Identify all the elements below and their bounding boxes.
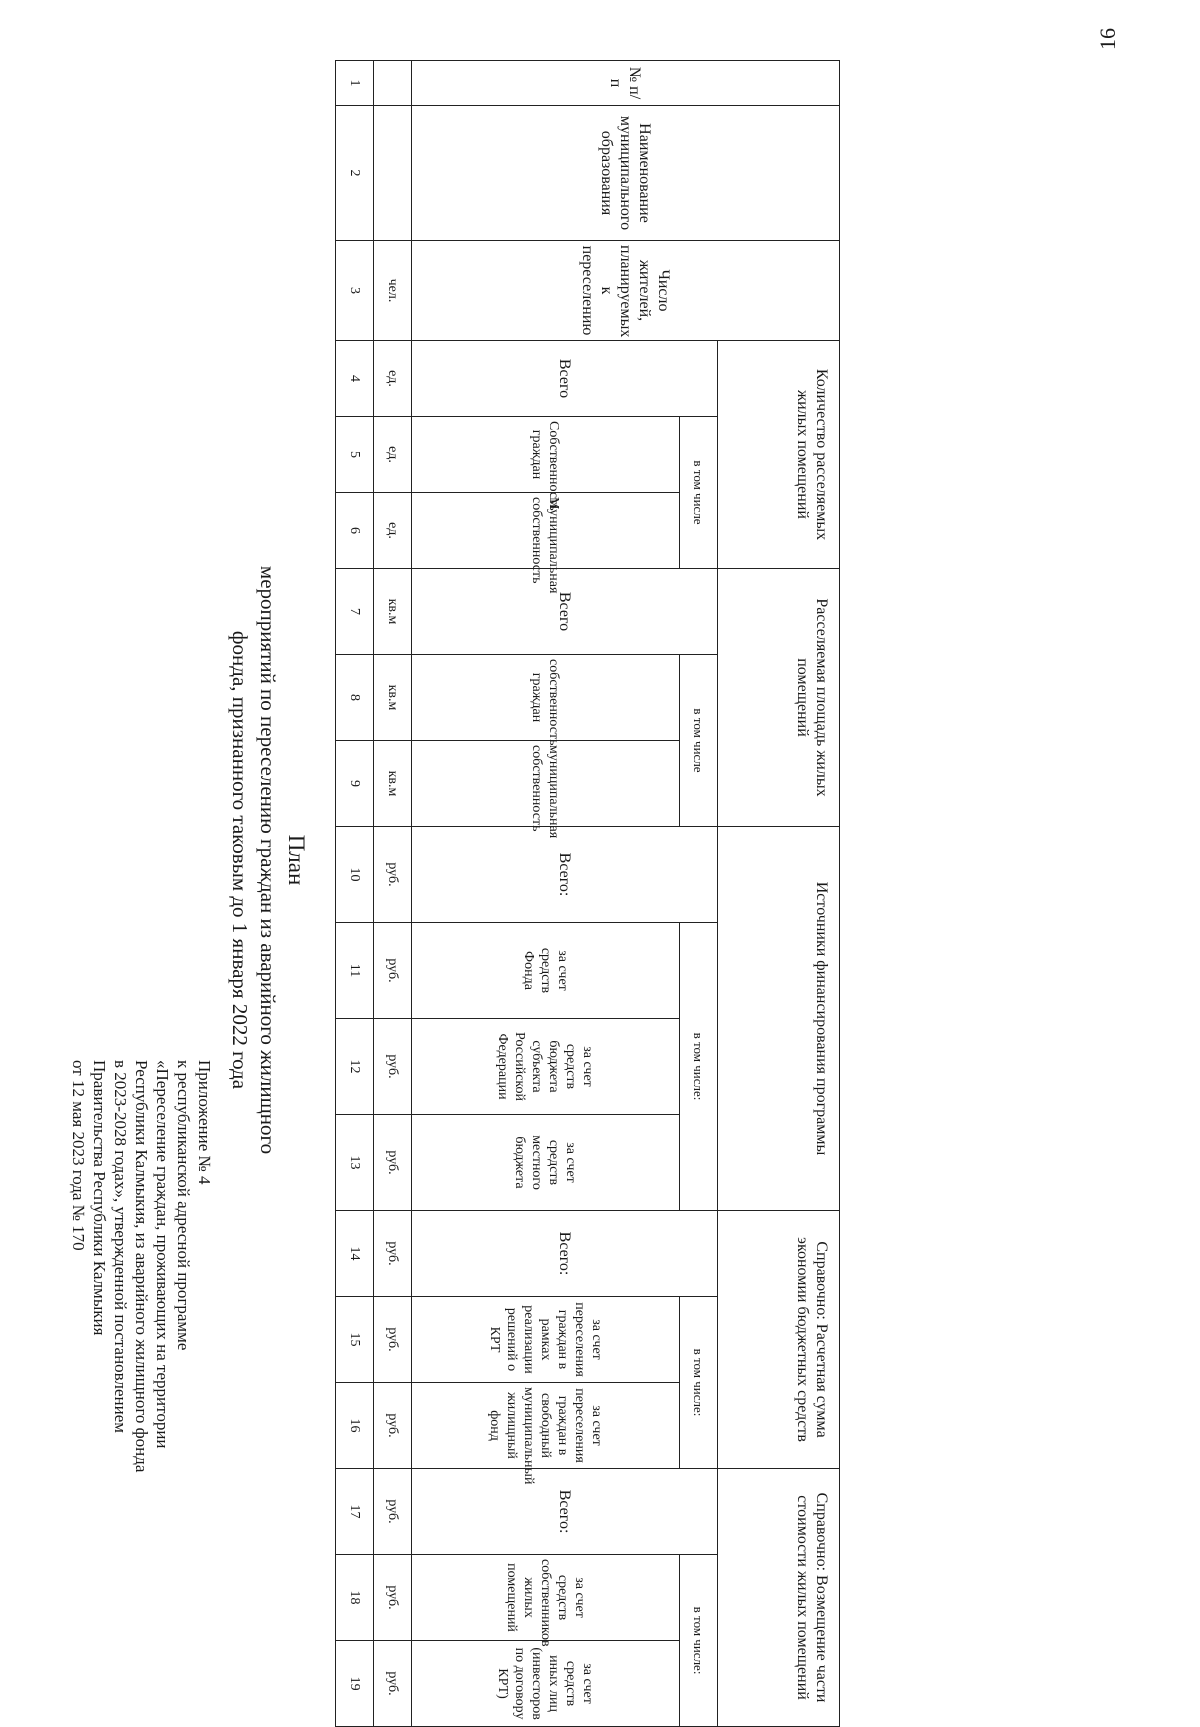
unit-cell: руб. bbox=[373, 1210, 412, 1297]
unit-cell: руб. bbox=[373, 826, 412, 923]
unit-cell: руб. bbox=[373, 1114, 412, 1211]
header-qty-total: Всего bbox=[411, 340, 718, 417]
appendix-line: от 12 мая 2023 года № 170 bbox=[69, 1060, 88, 1251]
column-number: 15 bbox=[335, 1296, 374, 1383]
column-number: 5 bbox=[335, 416, 374, 493]
unit-cell: руб. bbox=[373, 922, 412, 1019]
header-eco-total: Всего: bbox=[411, 1210, 718, 1297]
header-reimb-incl: в том числе: bbox=[679, 1554, 718, 1727]
header-eco-krt: за счет переселения граждан в рамках реа… bbox=[411, 1296, 680, 1383]
header-residents: Число жителей, планируемых к переселению bbox=[411, 240, 840, 341]
header-qty-private: Собственность граждан bbox=[411, 416, 680, 511]
header-area-total: Всего bbox=[411, 568, 718, 655]
header-reimb-others: за счет средств иных лиц (инвесторов по … bbox=[411, 1640, 680, 1727]
header-municipality: Наименование муниципального образования bbox=[411, 105, 840, 241]
column-number: 16 bbox=[335, 1382, 374, 1469]
column-number: 2 bbox=[335, 105, 374, 241]
unit-cell: кв.м bbox=[373, 654, 412, 741]
unit-cell: руб. bbox=[373, 1640, 412, 1727]
title-line-2: мероприятий по переселению граждан из ав… bbox=[256, 565, 280, 1155]
appendix-line: к республиканской адресной программе bbox=[174, 1060, 193, 1351]
column-number: 8 bbox=[335, 654, 374, 741]
column-number: 6 bbox=[335, 492, 374, 569]
unit-cell bbox=[373, 105, 412, 241]
unit-cell: ед. bbox=[373, 492, 412, 569]
column-number: 19 bbox=[335, 1640, 374, 1727]
unit-cell: ед. bbox=[373, 340, 412, 417]
header-area-incl: в том числе bbox=[679, 654, 718, 827]
unit-cell: руб. bbox=[373, 1382, 412, 1469]
header-fin-total: Всего: bbox=[411, 826, 718, 923]
unit-cell: чел. bbox=[373, 240, 412, 341]
unit-cell: руб. bbox=[373, 1018, 412, 1115]
header-no: № п/п bbox=[411, 60, 840, 106]
column-number: 10 bbox=[335, 826, 374, 923]
header-economy-group: Справочно: Расчетная сумма экономии бюдж… bbox=[717, 1210, 840, 1469]
header-reimb-total: Всего: bbox=[411, 1468, 718, 1555]
column-number: 7 bbox=[335, 568, 374, 655]
header-eco-incl: в том числе: bbox=[679, 1296, 718, 1469]
column-number: 9 bbox=[335, 740, 374, 827]
unit-cell: руб. bbox=[373, 1296, 412, 1383]
column-number: 4 bbox=[335, 340, 374, 417]
header-row-1: № п/п Наименование муниципального образо… bbox=[411, 60, 840, 1727]
appendix-line: в 2023-2028 годах», утвержденной постано… bbox=[111, 1060, 130, 1434]
header-qty-municipal: Муниципальная собственность bbox=[411, 492, 680, 593]
unit-cell: руб. bbox=[373, 1554, 412, 1641]
appendix-line: «Переселение граждан, проживающих на тер… bbox=[153, 1060, 172, 1449]
header-area-private: собственность граждан bbox=[411, 654, 680, 745]
unit-cell: ед. bbox=[373, 416, 412, 493]
header-financing-group: Источники финансирования программы bbox=[717, 826, 840, 1211]
header-reimb-owners: за счет средств собственников жилых поме… bbox=[411, 1554, 680, 1647]
header-reimbursement-group: Справочно: Возмещение части стоимости жи… bbox=[717, 1468, 840, 1727]
appendix-block: Приложение № 4 к республиканской адресно… bbox=[68, 1060, 215, 1660]
header-fin-local: за счет средств местного бюджета bbox=[411, 1114, 680, 1211]
header-fin-fund: за счет средств Фонда bbox=[411, 922, 680, 1019]
header-fin-subject: за счет средств бюджета субъекта Российс… bbox=[411, 1018, 680, 1115]
header-area-municipal: муниципальная собственность bbox=[411, 740, 680, 838]
column-number: 17 bbox=[335, 1468, 374, 1555]
units-row: чел. ед. ед. ед. кв.м кв.м кв.м руб. руб… bbox=[373, 60, 412, 1727]
column-number: 12 bbox=[335, 1018, 374, 1115]
column-number: 13 bbox=[335, 1114, 374, 1211]
appendix-line: Республики Калмыкия, из аварийного жилищ… bbox=[132, 1060, 151, 1473]
unit-cell bbox=[373, 60, 412, 106]
column-number: 14 bbox=[335, 1210, 374, 1297]
document-title: План мероприятий по переселению граждан … bbox=[226, 160, 310, 1560]
header-qty-incl: в том числе bbox=[679, 416, 718, 569]
column-number-row: 1 2 3 4 5 6 7 8 9 10 11 12 13 14 15 16 1… bbox=[335, 60, 374, 1727]
appendix-line: Приложение № 4 bbox=[195, 1060, 214, 1185]
header-fin-incl: в том числе: bbox=[679, 922, 718, 1211]
appendix-line: Правительства Республики Калмыкия bbox=[90, 1060, 109, 1336]
column-number: 18 bbox=[335, 1554, 374, 1641]
unit-cell: кв.м bbox=[373, 568, 412, 655]
column-number: 11 bbox=[335, 922, 374, 1019]
title-line-1: План bbox=[284, 834, 309, 886]
column-number: 1 bbox=[335, 60, 374, 106]
plan-table: № п/п Наименование муниципального образо… bbox=[335, 60, 840, 1727]
column-number: 3 bbox=[335, 240, 374, 341]
unit-cell: кв.м bbox=[373, 740, 412, 827]
header-eco-free: за счет переселения граждан в свободный … bbox=[411, 1382, 680, 1484]
unit-cell: руб. bbox=[373, 1468, 412, 1555]
title-line-3: фонда, признанного таковым до 1 января 2… bbox=[228, 630, 252, 1090]
header-qty-group: Количество расселяемых жилых помещений bbox=[717, 340, 840, 569]
header-area-group: Расселяемая площадь жилых помещений bbox=[717, 568, 840, 827]
